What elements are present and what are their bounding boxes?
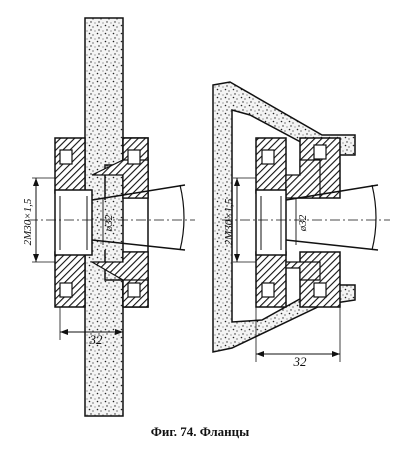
left-screw-top bbox=[59, 149, 73, 165]
left-thread-label: 2М30×1,5 bbox=[22, 198, 34, 245]
left-inner-flange-bottom bbox=[54, 251, 86, 308]
left-spindle bbox=[91, 184, 186, 251]
right-diameter-label: ø32 bbox=[297, 214, 309, 232]
figure-caption: Фиг. 74. Фланцы bbox=[150, 424, 250, 439]
left-diameter-label: ø32 bbox=[103, 214, 115, 232]
right-thread-label: 2М30×1,5 bbox=[223, 198, 235, 245]
left-flange-view: 2М30×1,5 ø32 32 bbox=[22, 17, 195, 417]
left-width-label: 32 bbox=[89, 332, 104, 347]
right-width-label: 32 bbox=[293, 354, 308, 369]
left-nut bbox=[54, 189, 93, 256]
left-screw-bottom bbox=[59, 282, 73, 298]
left-inner-flange-top bbox=[54, 137, 86, 194]
right-flange-view: 2М30×1,5 ø32 32 bbox=[212, 81, 390, 369]
right-spindle bbox=[285, 184, 379, 251]
